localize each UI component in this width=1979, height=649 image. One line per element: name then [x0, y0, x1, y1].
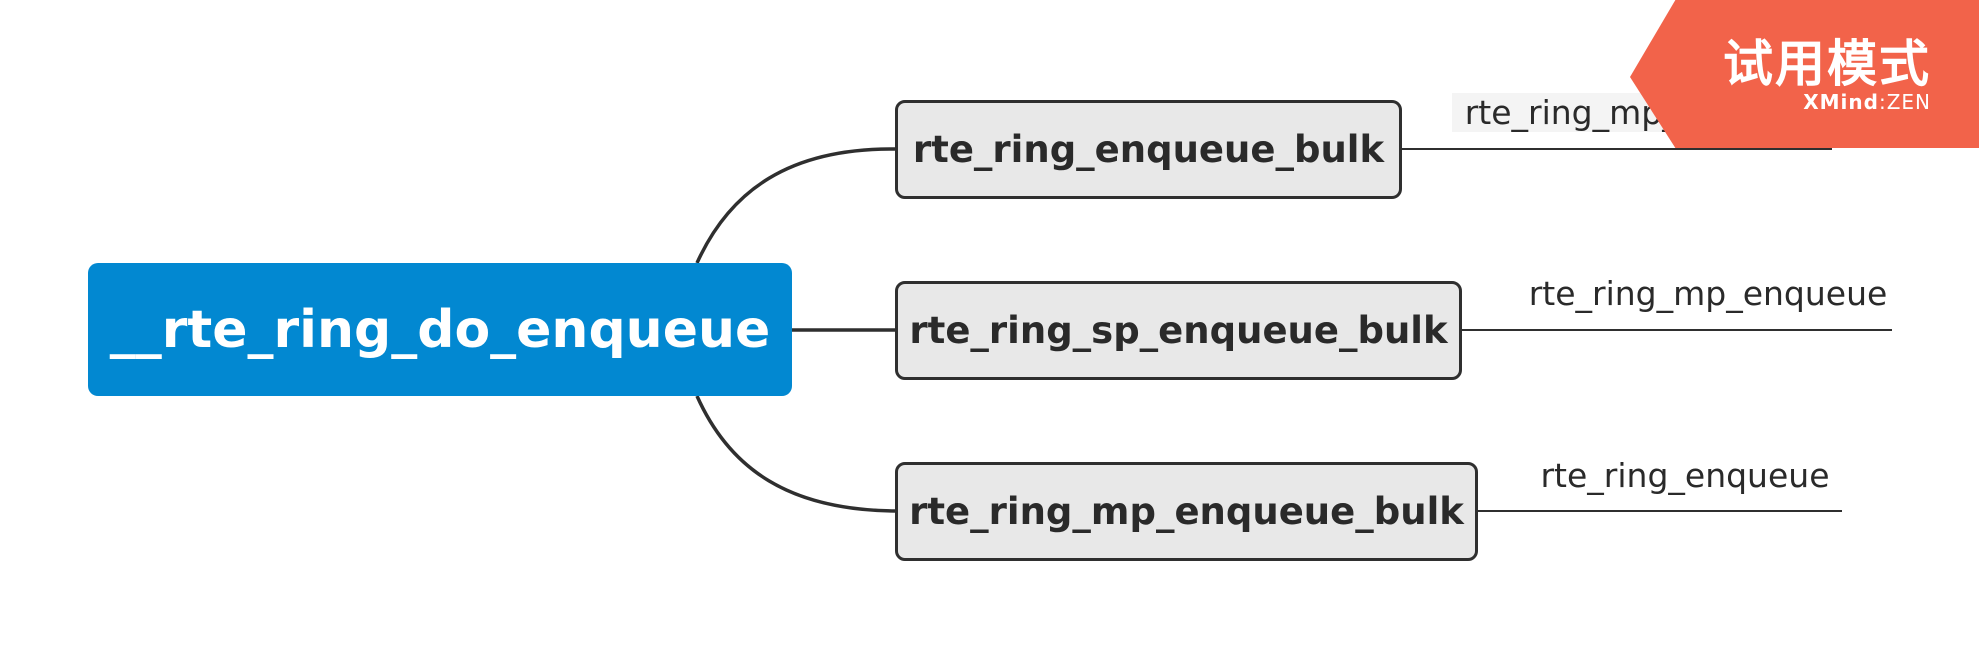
topic-rte-ring-sp-enqueue-bulk[interactable]: rte_ring_sp_enqueue_bulk: [895, 281, 1462, 380]
connector-central-to-topic-3: [695, 395, 896, 513]
subtopic-rte-ring-enqueue[interactable]: rte_ring_enqueue: [1540, 456, 1830, 495]
topic-rte-ring-enqueue-bulk[interactable]: rte_ring_enqueue_bulk: [895, 100, 1402, 199]
xmind-zen-logo: XMind:ZEN: [1803, 90, 1931, 114]
trial-mode-label: 试用模式: [1723, 35, 1931, 93]
central-topic[interactable]: __rte_ring_do_enqueue: [88, 263, 792, 396]
topic-rte-ring-mp-enqueue-bulk[interactable]: rte_ring_mp_enqueue_bulk: [895, 462, 1478, 561]
brand-edition: ZEN: [1886, 90, 1931, 114]
brand-separator: :: [1878, 90, 1887, 114]
connector-central-to-topic-1: [695, 147, 896, 264]
subtopic-rte-ring-mp-enqueue-2[interactable]: rte_ring_mp_enqueue: [1528, 274, 1888, 313]
brand-name: XMind: [1803, 90, 1879, 114]
trial-mode-watermark: 试用模式 XMind:ZEN: [1630, 0, 1979, 148]
